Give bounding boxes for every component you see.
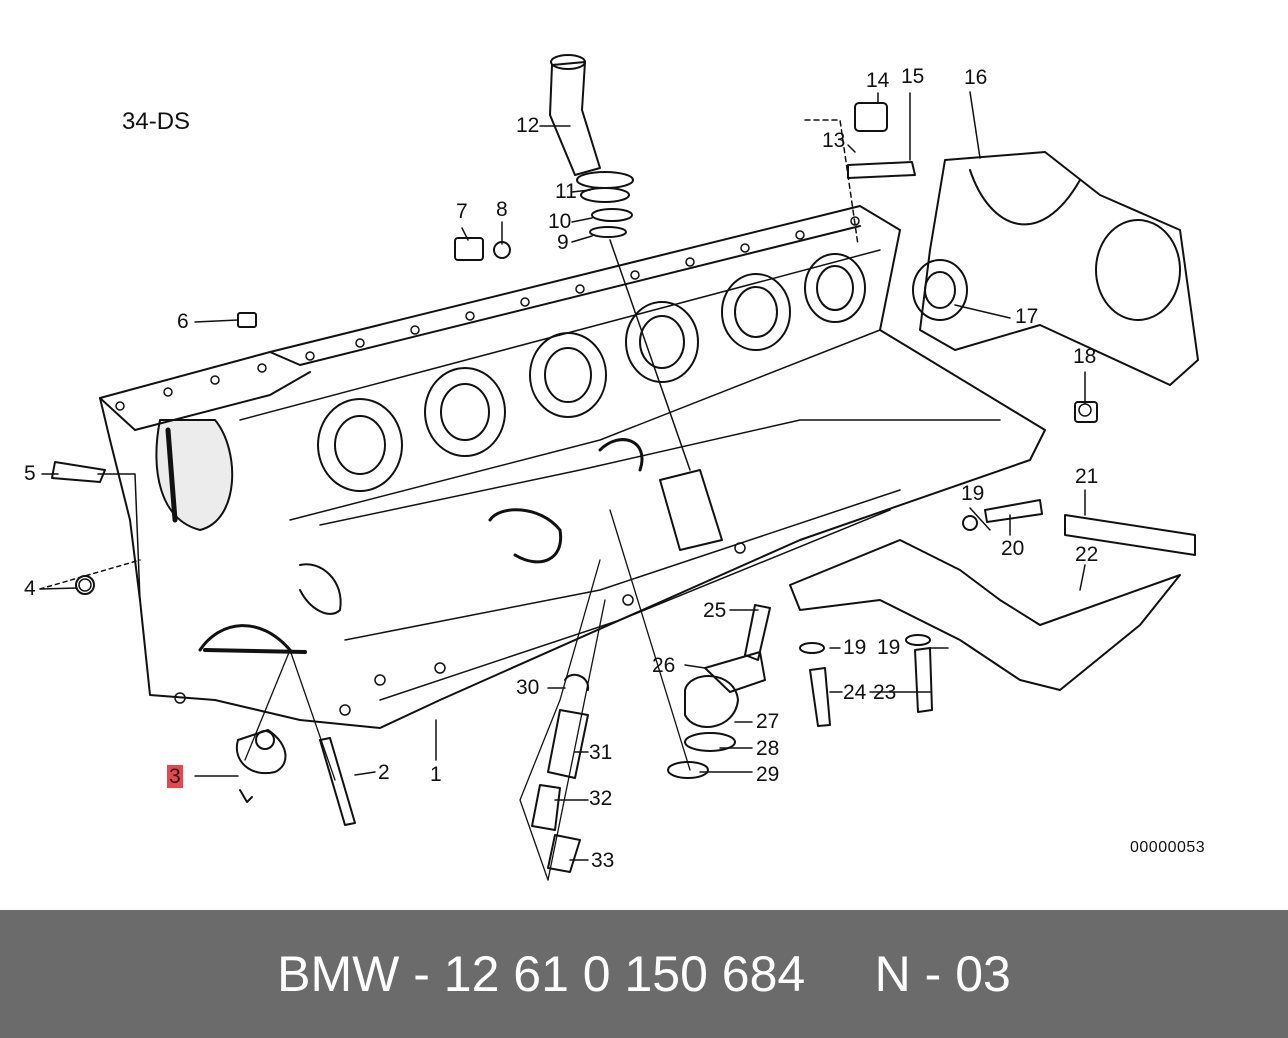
callout-23[interactable]: 23 bbox=[873, 681, 897, 704]
end-cover bbox=[912, 151, 1199, 386]
oil-pipe bbox=[549, 54, 723, 551]
callout-25[interactable]: 25 bbox=[703, 599, 727, 622]
callout-11[interactable]: 11 bbox=[555, 180, 577, 203]
callout-19-left[interactable]: 19 bbox=[843, 636, 867, 659]
leader-lines bbox=[39, 91, 1086, 881]
callout-4[interactable]: 4 bbox=[24, 577, 36, 600]
callout-33[interactable]: 33 bbox=[591, 849, 615, 872]
fittings bbox=[51, 102, 1098, 873]
callout-16[interactable]: 16 bbox=[964, 66, 988, 89]
callout-1[interactable]: 1 bbox=[430, 763, 442, 786]
cylinder-bores bbox=[317, 253, 866, 492]
callout-28[interactable]: 28 bbox=[756, 737, 780, 760]
callout-19-right[interactable]: 19 bbox=[877, 636, 901, 659]
callout-31[interactable]: 31 bbox=[589, 741, 613, 764]
callout-17[interactable]: 17 bbox=[1015, 305, 1039, 328]
callout-5[interactable]: 5 bbox=[24, 462, 36, 485]
callout-8[interactable]: 8 bbox=[496, 198, 508, 221]
callout-12[interactable]: 12 bbox=[516, 114, 540, 137]
callout-6[interactable]: 6 bbox=[177, 310, 189, 333]
part-number-text: BMW - 12 61 0 150 684 N - 03 bbox=[277, 946, 1011, 1002]
part-number-bar: BMW - 12 61 0 150 684 N - 03 bbox=[0, 910, 1288, 1038]
callout-9[interactable]: 9 bbox=[557, 231, 569, 254]
callout-7[interactable]: 7 bbox=[456, 200, 468, 223]
callout-3-highlighted[interactable]: 3 bbox=[167, 765, 183, 788]
callout-26[interactable]: 26 bbox=[652, 654, 676, 677]
engine-block-outline bbox=[99, 205, 1046, 729]
callout-21[interactable]: 21 bbox=[1075, 465, 1099, 488]
callout-22[interactable]: 22 bbox=[1075, 543, 1099, 566]
callout-13[interactable]: 13 bbox=[822, 129, 846, 152]
engine-block-drawing bbox=[39, 54, 1199, 881]
callout-27[interactable]: 27 bbox=[756, 710, 780, 733]
callout-2[interactable]: 2 bbox=[378, 761, 390, 784]
bolt-holes bbox=[78, 216, 1092, 716]
callout-24[interactable]: 24 bbox=[843, 681, 867, 704]
drawing-number: 00000053 bbox=[1130, 839, 1206, 856]
parts-diagram: 34-DS 00000053 1 2 3 4 5 6 7 8 9 10 11 1… bbox=[24, 54, 1206, 881]
callout-19-top[interactable]: 19 bbox=[961, 482, 985, 505]
callout-32[interactable]: 32 bbox=[589, 787, 613, 810]
bracket bbox=[789, 514, 1196, 691]
callout-20[interactable]: 20 bbox=[1001, 537, 1025, 560]
callout-29[interactable]: 29 bbox=[756, 763, 780, 786]
callout-15[interactable]: 15 bbox=[901, 65, 925, 88]
section-code: 34-DS bbox=[122, 108, 191, 135]
callout-18[interactable]: 18 bbox=[1073, 345, 1097, 368]
callout-14[interactable]: 14 bbox=[866, 69, 890, 92]
callout-30[interactable]: 30 bbox=[516, 676, 540, 699]
callout-10[interactable]: 10 bbox=[548, 210, 572, 233]
